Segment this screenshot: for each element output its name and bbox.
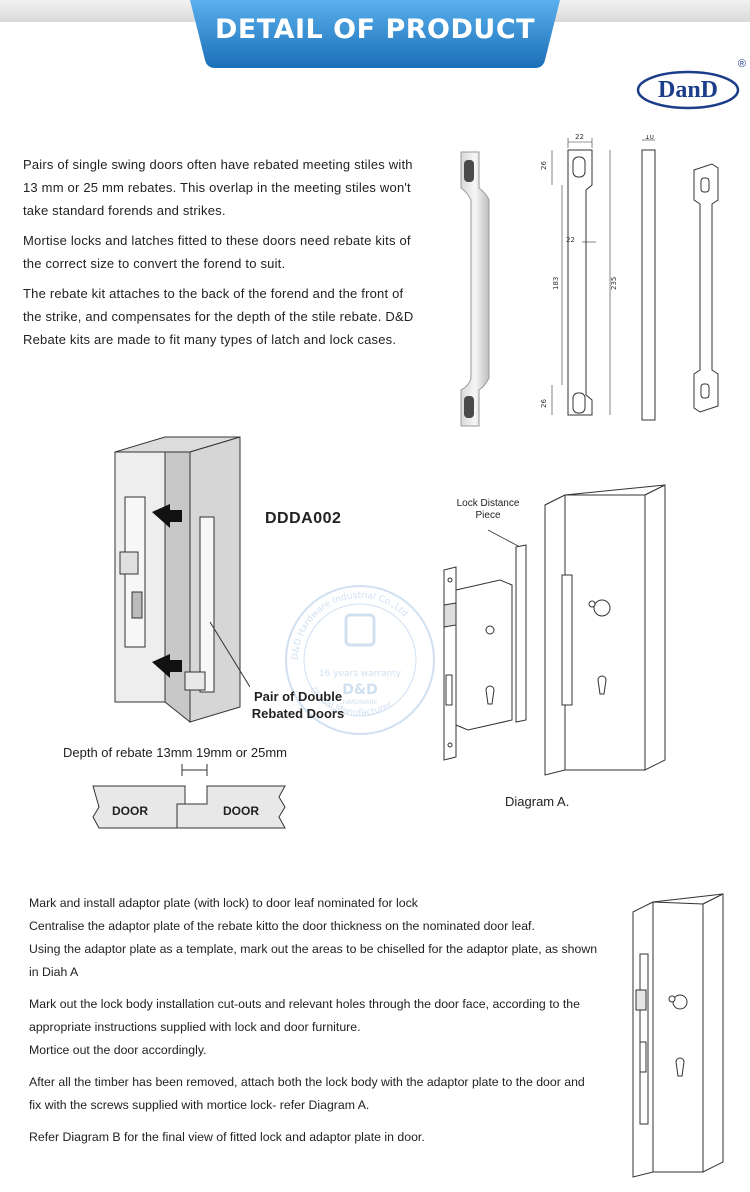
technical-drawing-front: 22 26 22 183 235 26 xyxy=(540,133,618,416)
dim-overall: 235 xyxy=(610,277,618,290)
step-text: After all the timber has been removed, a… xyxy=(29,1075,585,1112)
dim-top-width: 22 xyxy=(575,133,584,141)
watermark-warranty: 16 years warranty xyxy=(319,669,402,679)
rebate-depth-label: Depth of rebate 13mm 19mm or 25mm xyxy=(63,745,287,760)
door-left-label: DOOR xyxy=(112,804,148,818)
double-doors-illustration xyxy=(114,436,250,724)
product-plate-image xyxy=(460,151,490,427)
step-text: Mark and install adaptor plate (with loc… xyxy=(29,896,418,910)
dim-inner: 183 xyxy=(552,277,560,290)
dim-mid: 22 xyxy=(566,236,575,244)
logo-oval-icon xyxy=(636,70,740,110)
fitted-door-drawing xyxy=(632,893,724,1178)
step-text: Refer Diagram B for the final view of fi… xyxy=(29,1130,425,1144)
door-right-label: DOOR xyxy=(223,804,259,818)
step-text: Mortice out the door accordingly. xyxy=(29,1043,207,1057)
lock-assembly-drawing xyxy=(443,529,527,761)
intro-paragraph: The rebate kit attaches to the back of t… xyxy=(23,286,414,347)
arrow-icon xyxy=(152,654,182,678)
model-number: DDDA002 xyxy=(265,510,342,527)
step-text: Centralise the adaptor plate of the reba… xyxy=(29,919,535,933)
watermark-brand: D&D xyxy=(342,682,377,698)
dim-top-slot: 26 xyxy=(540,161,548,170)
intro-paragraph: Mortise locks and latches fitted to thes… xyxy=(23,233,411,271)
door-drawing xyxy=(544,484,666,776)
watermark-seal: 16 years warranty D&D HARDWARE D&D Hardw… xyxy=(285,585,435,735)
technical-drawing-isometric xyxy=(693,163,719,413)
installation-steps: Mark and install adaptor plate (with loc… xyxy=(29,892,599,1158)
page-title: DETAIL OF PRODUCT xyxy=(214,14,536,45)
rebate-section-drawing: DOOR DOOR xyxy=(92,764,286,829)
lock-distance-label: Lock Distance Piece xyxy=(456,498,520,521)
watermark-hardware: HARDWARE xyxy=(342,699,377,706)
watermark-company: D&D Hardware Industrial Co.,Ltd xyxy=(291,591,410,660)
arrow-icon xyxy=(152,504,182,528)
logo-text: DanD xyxy=(657,77,718,103)
pair-doors-label: Pair of Double Rebated Doors xyxy=(251,689,345,721)
diagram-a-caption: Diagram A. xyxy=(505,794,570,809)
watermark-company-path: D&D Hardware Industrial Co.,Ltd xyxy=(291,591,410,660)
step-text: Using the adaptor plate as a template, m… xyxy=(29,942,598,979)
registered-mark: ® xyxy=(737,58,746,70)
technical-drawing-side: 10 xyxy=(641,135,656,421)
dim-side-width: 10 xyxy=(645,135,654,141)
intro-text: Pairs of single swing doors often have r… xyxy=(23,153,423,358)
dim-bottom-slot: 26 xyxy=(540,399,548,408)
intro-paragraph: Pairs of single swing doors often have r… xyxy=(23,157,413,218)
brand-logo: DanD ® xyxy=(636,58,746,110)
header-banner xyxy=(0,0,750,68)
step-text: Mark out the lock body installation cut-… xyxy=(29,997,580,1034)
